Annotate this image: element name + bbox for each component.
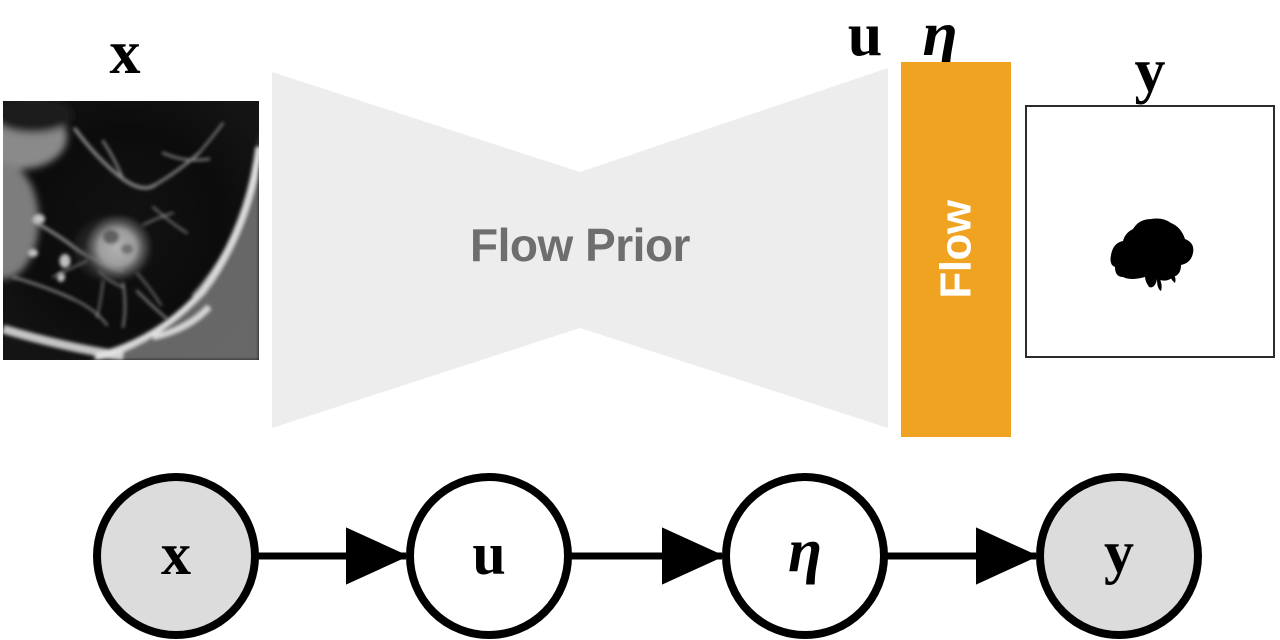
latent-u-label: u <box>847 1 883 69</box>
node-u-label: u <box>472 521 506 587</box>
output-segmentation-box <box>1025 105 1275 358</box>
hourglass-shape <box>272 68 888 428</box>
input-image-label: x <box>109 19 141 87</box>
flow-prior-label: Flow Prior <box>470 219 690 271</box>
ct-scan-graphic <box>3 101 259 360</box>
node-y-label: y <box>1104 519 1134 585</box>
input-ct-image <box>3 101 259 360</box>
node-x-label: x <box>161 521 191 587</box>
noise-eta-label: η <box>922 0 958 69</box>
output-image-label: y <box>1134 37 1166 105</box>
segmentation-mask-graphic <box>1027 107 1273 356</box>
flow-prior-block <box>260 60 900 440</box>
flow-block: Flow <box>901 62 1011 437</box>
node-eta-label: η <box>787 517 823 585</box>
